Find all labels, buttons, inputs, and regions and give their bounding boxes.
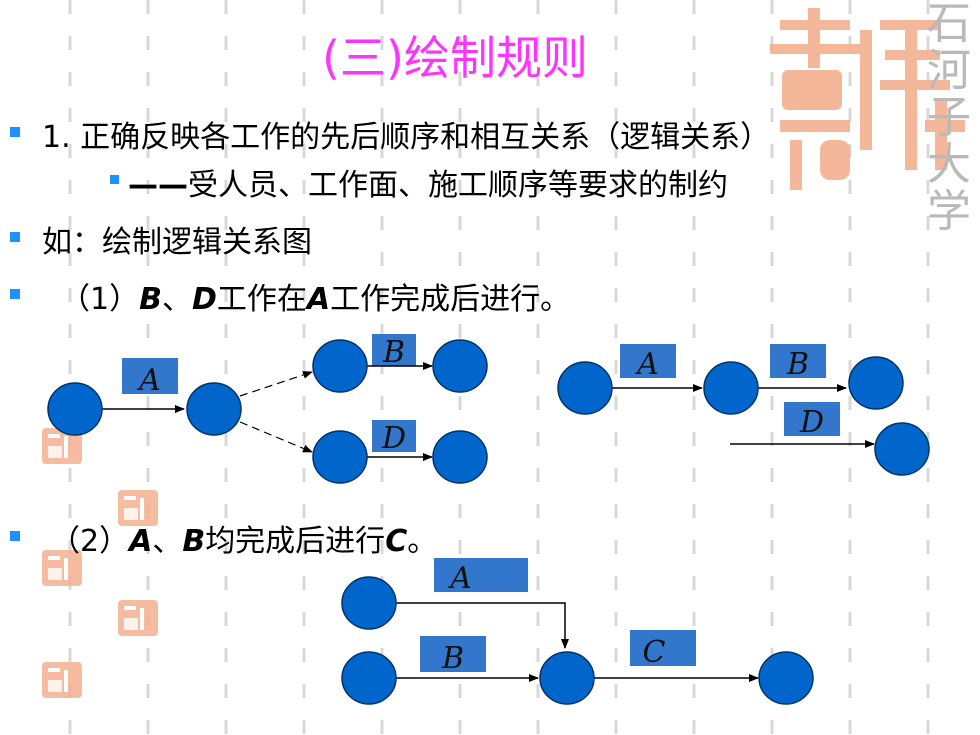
node [312,339,368,393]
case-2-a: A [129,524,153,559]
label-box-a [620,344,676,378]
label-box-c [630,630,696,666]
school-char: 大 [927,139,971,190]
seal-stamp-icon [42,428,82,464]
sub-bullet-marker [110,175,119,184]
label-b: B [786,347,809,382]
case-2-prefix: （2） [50,524,130,559]
node [432,339,488,393]
node [848,356,904,410]
bullet-marker [10,232,20,242]
slide-title: (三)绘制规则 [322,31,588,85]
node [47,382,103,436]
example-line: 如：绘制逻辑关系图 [42,225,312,260]
node [874,422,930,476]
case-1-mid: 工作在 [216,282,307,317]
case-1-end: 工作完成后进行。 [330,282,571,317]
case-1-b: B [139,282,162,317]
case-1-a: A [306,282,331,317]
rule-1-sub-text: 受人员、工作面、施工顺序等要求的制约 [188,168,728,203]
case-1-sep: 、 [161,282,192,317]
label-d: D [381,421,406,456]
node [341,651,397,705]
school-char: 子 [927,92,971,143]
label-box-a [122,358,178,394]
bullet-marker [10,127,20,137]
seal-stamp-icon [118,490,158,526]
label-b: B [382,335,405,370]
university-seal-logo [770,8,965,190]
label-a: A [634,347,659,382]
label-a: A [447,561,472,596]
rule-1-line: 1. 正确反映各工作的先后顺序和相互关系（逻辑关系） [42,112,980,156]
node [341,576,397,630]
dummy-arrow-up [239,371,313,397]
case-2-mid: 均完成后进行 [205,524,386,559]
diagram-1-right: A B D [557,344,930,476]
case-2-end: 。 [407,524,438,559]
school-name-vertical: 石 河 子 大 学 [918,0,980,235]
case-2-line: （2）A、B均完成后进行C。 [50,516,437,560]
case-2-b: B [182,524,206,559]
node [758,651,814,705]
seal-stamp-icon [118,600,158,636]
node [312,430,368,484]
rule-1-text: 正确反映各工作的先后顺序和相互关系（逻辑关系） [80,120,771,155]
seal-stamp-icon [42,662,82,698]
bullet-marker [10,531,20,541]
label-box-b [770,344,826,378]
label-box-b [372,334,416,366]
school-char: 学 [927,186,971,237]
label-a: A [136,363,161,398]
label-c: C [643,635,666,670]
node [703,361,759,415]
node [539,651,595,705]
label-box-d [784,402,840,436]
bullet-marker [10,289,20,299]
label-b: B [441,641,464,676]
rule-1-number: 1. [42,120,71,155]
node [432,430,488,484]
case-2-sep: 、 [152,524,183,559]
dummy-arrow-down [239,421,313,453]
diagram-2: A B C [341,558,814,705]
label-box-d [372,420,416,452]
school-char: 石 [927,0,971,49]
node [557,361,613,415]
label-box-b [420,636,486,672]
arrow-a [396,602,569,649]
seal-stamp-icon [42,550,82,586]
label-box-a [434,558,528,592]
case-1-d: D [191,282,217,317]
diagram-1-left: A B D [47,334,488,484]
case-1-prefix: （1） [60,282,140,317]
case-2-c: C [385,524,408,559]
label-d: D [799,405,824,440]
rule-1-sub-line: ——受人员、工作面、施工顺序等要求的制约 [128,160,728,204]
case-1-line: （1）B、D工作在A工作完成后进行。 [60,274,570,318]
rule-1-sub-dash: —— [128,168,188,203]
school-char: 河 [927,45,971,96]
node [186,382,242,436]
